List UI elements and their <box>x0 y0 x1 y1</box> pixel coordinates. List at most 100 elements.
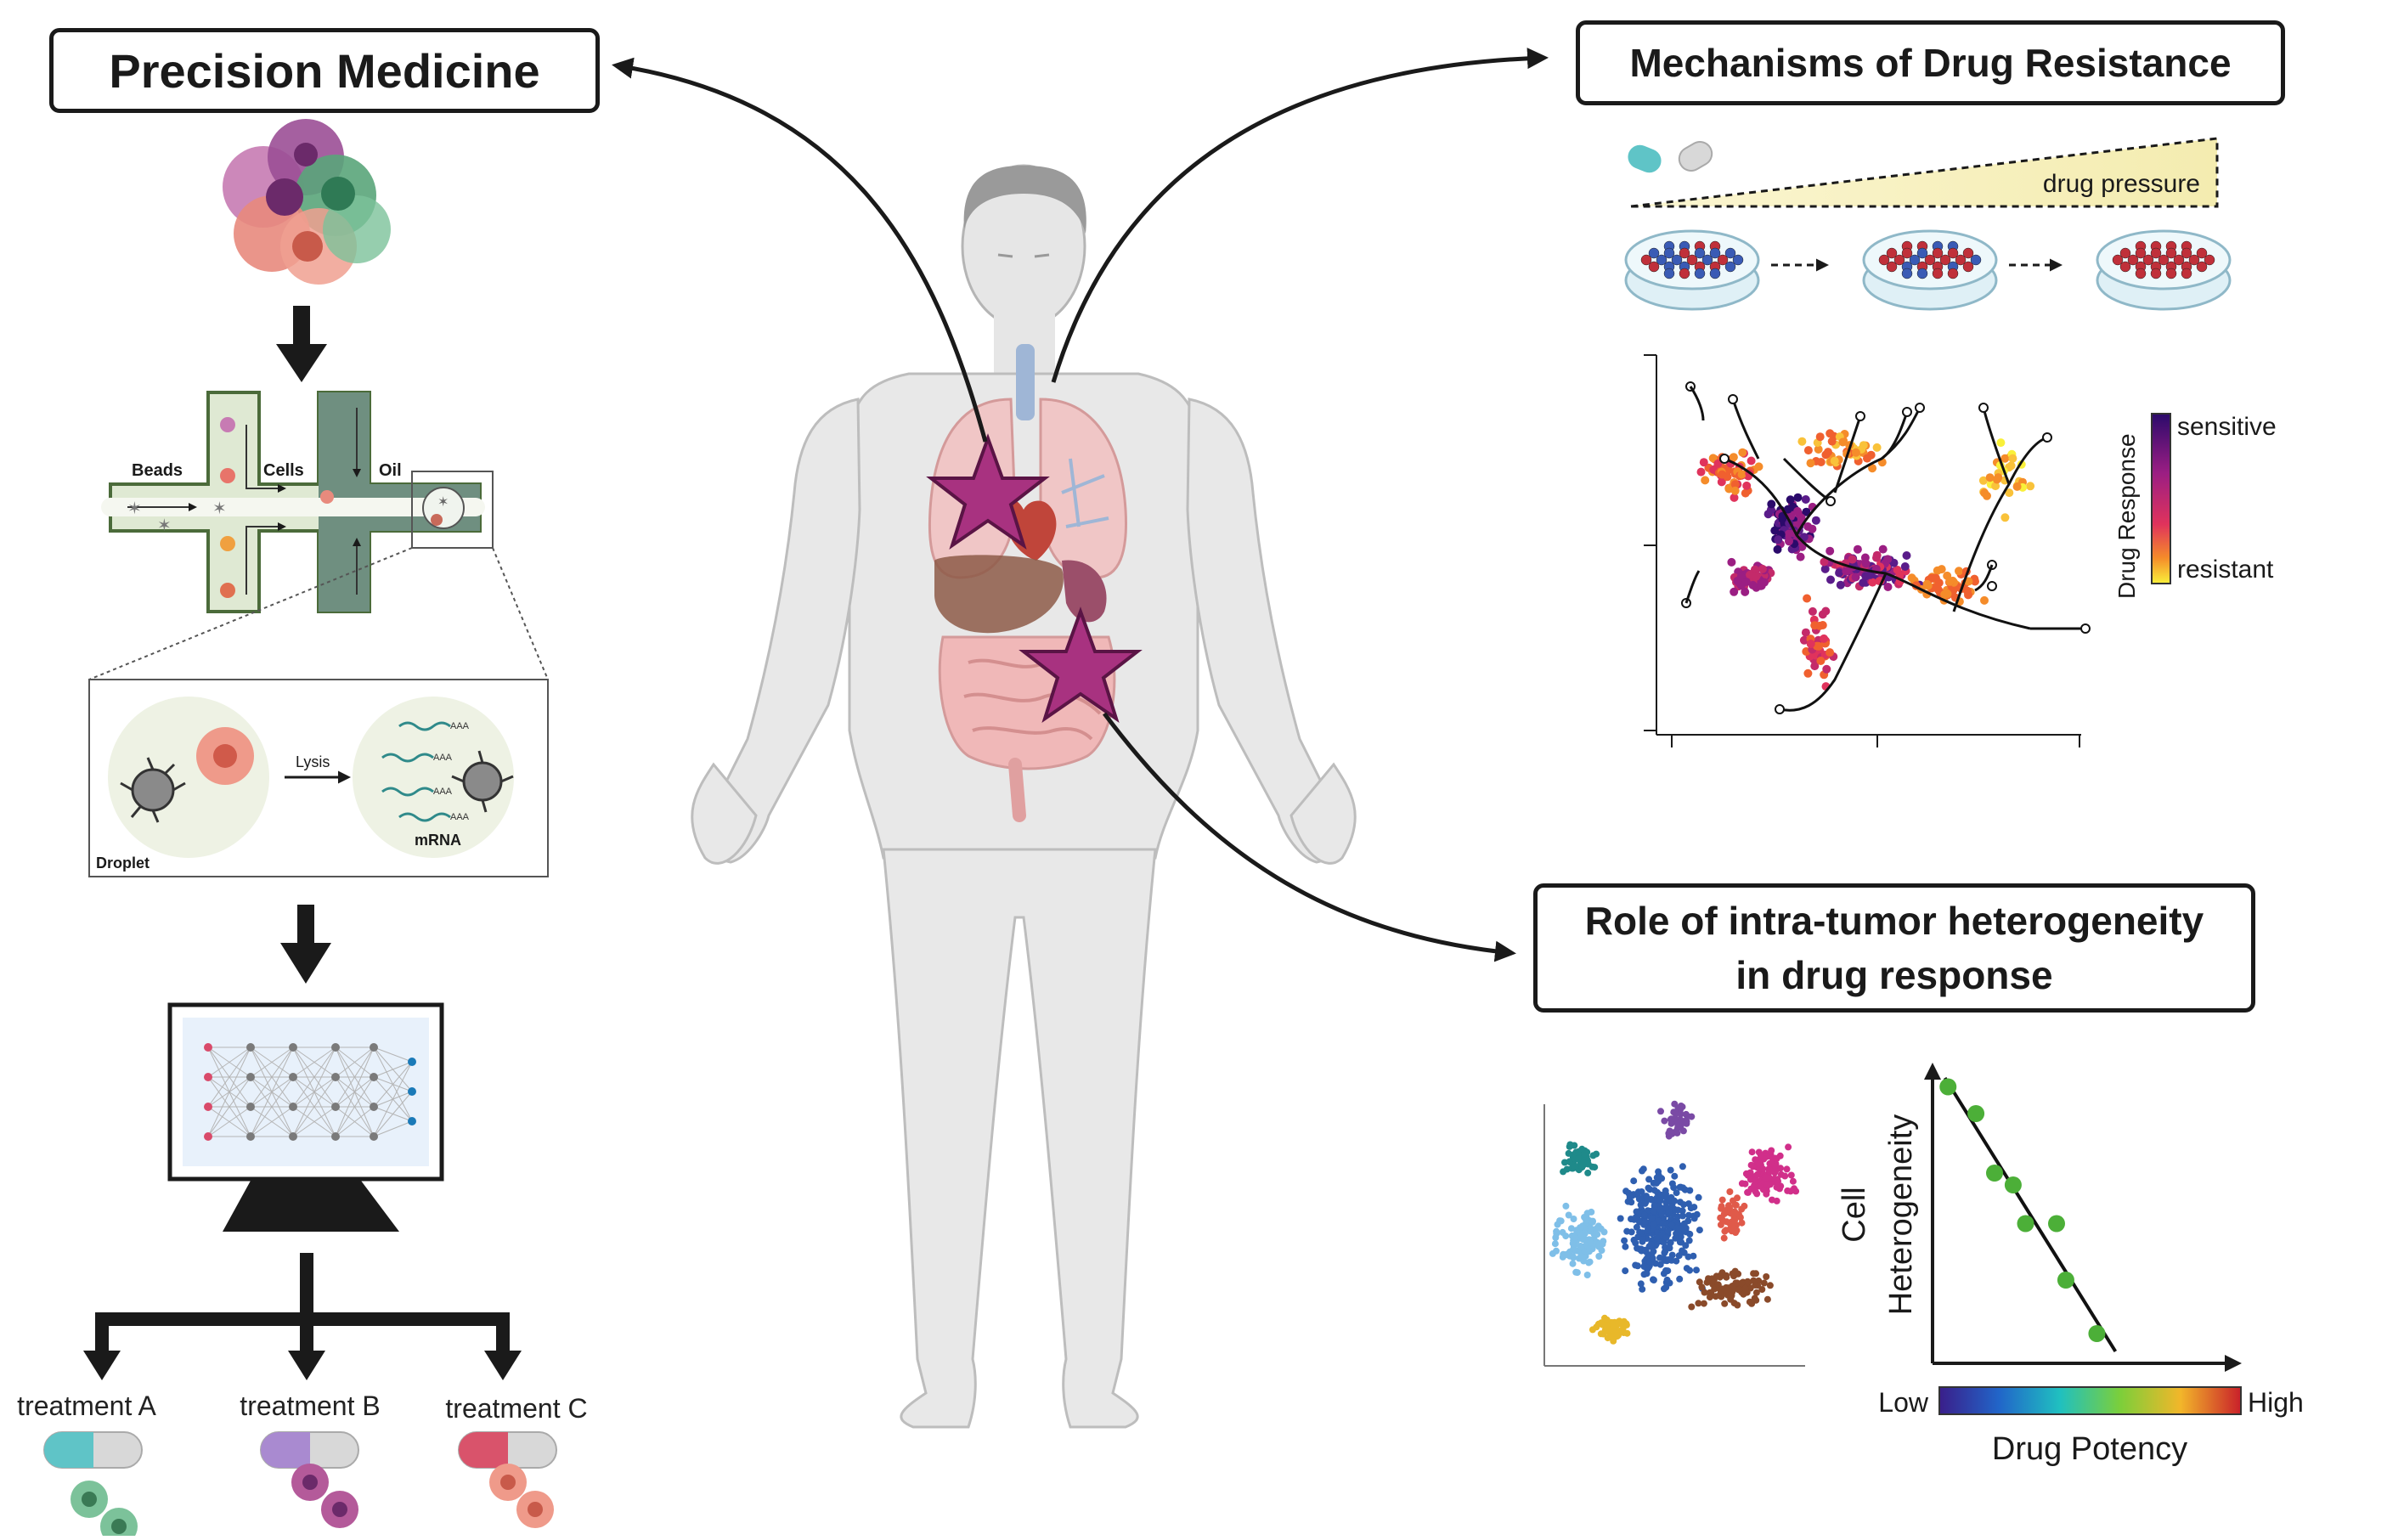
trajectory-branch <box>1795 407 1921 536</box>
trajectory-cell <box>1985 473 1995 482</box>
tsne-cell <box>1768 1147 1775 1154</box>
trajectory-cell <box>1996 438 2006 448</box>
microfluidic-chip: ✶ ✶ ✶ ✶ Beads Cells Oil <box>101 391 494 613</box>
label-aaa-4: AAA <box>450 812 470 822</box>
trajectory-branch <box>1833 415 1862 494</box>
trajectory-cell <box>1802 507 1811 516</box>
tsne-cell <box>1684 1253 1692 1261</box>
nn-node <box>289 1132 297 1141</box>
heterogeneity-scatter-chart: Cell Heterogeneity Low High Drug Potency <box>1837 1063 2304 1467</box>
trajectory-cell <box>1801 628 1810 637</box>
trajectory-cell <box>1826 648 1835 657</box>
tsne-cell <box>1775 1177 1781 1185</box>
tsne-cell <box>1741 1180 1749 1187</box>
tsne-cell <box>1581 1150 1589 1158</box>
tsne-cell <box>1695 1193 1702 1201</box>
trajectory-cell <box>1754 462 1763 471</box>
tsne-cell <box>1701 1289 1708 1296</box>
arrow-to-precision <box>612 57 988 443</box>
trajectory-cell <box>1816 657 1826 665</box>
trajectory-cell <box>1978 476 1988 485</box>
tsne-cell <box>1685 1237 1693 1244</box>
tsne-cell <box>1662 1204 1669 1211</box>
tsne-cell <box>1698 1283 1706 1291</box>
tsne-cell <box>1679 1163 1686 1171</box>
trajectory-cell <box>1738 448 1747 457</box>
tsne-cell <box>1781 1172 1789 1180</box>
tsne-cell <box>1623 1329 1631 1337</box>
trajectory-cell <box>1799 533 1809 542</box>
tsne-cell <box>1581 1230 1589 1238</box>
tsne-cell <box>1721 1210 1729 1217</box>
tsne-cell <box>1763 1273 1770 1280</box>
label-lysis: Lysis <box>296 753 330 770</box>
tsne-cell <box>1637 1280 1645 1288</box>
tsne-cluster-plot <box>1543 1100 1805 1367</box>
tsne-cell <box>1763 1190 1770 1198</box>
tsne-cell <box>1639 1165 1647 1173</box>
tsne-cell <box>1572 1227 1580 1234</box>
tsne-cell <box>1745 1278 1752 1286</box>
tsne-cell <box>1671 1197 1679 1204</box>
tsne-cell <box>1578 1164 1586 1171</box>
tsne-cell <box>1644 1227 1651 1234</box>
tsne-cell <box>1741 1285 1749 1292</box>
tsne-cell <box>1635 1245 1643 1253</box>
tsne-cell <box>1683 1118 1690 1125</box>
trajectory-cell <box>2012 482 2022 491</box>
trajectory-cell <box>1811 516 1820 525</box>
label-aaa-2: AAA <box>433 753 453 763</box>
tsne-cell <box>1656 1197 1664 1204</box>
trajectory-endpoint <box>2042 432 2052 443</box>
tsne-cell <box>1657 1108 1664 1115</box>
trajectory-cell <box>1818 610 1827 619</box>
tsne-cell <box>1551 1240 1559 1248</box>
trajectory-cell <box>1820 564 1830 573</box>
drug-response-legend: Drug Response sensitive resistant <box>2113 413 2277 599</box>
trajectory-cell <box>1784 529 1793 539</box>
trajectory-cell <box>1863 454 1871 463</box>
tsne-cell <box>1682 1242 1690 1249</box>
tsne-cell <box>1652 1260 1659 1267</box>
trajectory-cell <box>1838 437 1848 447</box>
droplet-panel: AAA AAA AAA AAA Lysis Droplet mRNA <box>88 679 549 877</box>
trajectory-cell <box>1729 453 1738 462</box>
tsne-cell <box>1650 1221 1657 1228</box>
title-resistance-text: Mechanisms of Drug Resistance <box>1629 41 2232 85</box>
tsne-cell <box>1673 1257 1680 1265</box>
trajectory-cell <box>1820 557 1829 567</box>
tsne-cell <box>1676 1275 1684 1283</box>
tsne-cell <box>1741 1202 1748 1210</box>
tsne-cell <box>1567 1225 1575 1233</box>
trajectory-cell <box>2000 454 2010 463</box>
tsne-cell <box>1748 1300 1756 1307</box>
title-precision-text: Precision Medicine <box>109 43 540 98</box>
nn-node <box>331 1132 340 1141</box>
trajectory-cell <box>1797 437 1807 446</box>
tsne-cell <box>1732 1210 1740 1217</box>
tsne-cell <box>1744 1188 1752 1196</box>
tsne-cell <box>1696 1278 1703 1286</box>
treatment-a-pill <box>43 1431 143 1540</box>
nn-node <box>331 1043 340 1052</box>
label-cells: Cells <box>263 461 304 480</box>
human-body-illustration <box>691 164 1357 1429</box>
tsne-cell <box>1752 1289 1760 1296</box>
tsne-cell <box>1574 1155 1582 1163</box>
title-heterogeneity-line2: in drug response <box>1735 953 2053 997</box>
tsne-cell <box>1591 1164 1599 1171</box>
trajectory-cell <box>1748 580 1758 589</box>
trajectory-cell <box>1742 481 1752 490</box>
scatter-point <box>2048 1215 2065 1233</box>
tsne-cell <box>1713 1272 1720 1280</box>
trajectory-cell <box>1865 570 1875 579</box>
trajectory-plot <box>1644 354 2091 747</box>
tsne-cell <box>1690 1252 1697 1260</box>
trajectory-cell <box>1701 476 1710 485</box>
tsne-cell <box>1673 1213 1681 1221</box>
tsne-cell <box>1664 1227 1672 1235</box>
tsne-cell <box>1587 1227 1594 1235</box>
trajectory-cell <box>2005 488 2014 498</box>
trajectory-cell <box>1971 577 1979 586</box>
trajectory-endpoint <box>1826 496 1836 506</box>
